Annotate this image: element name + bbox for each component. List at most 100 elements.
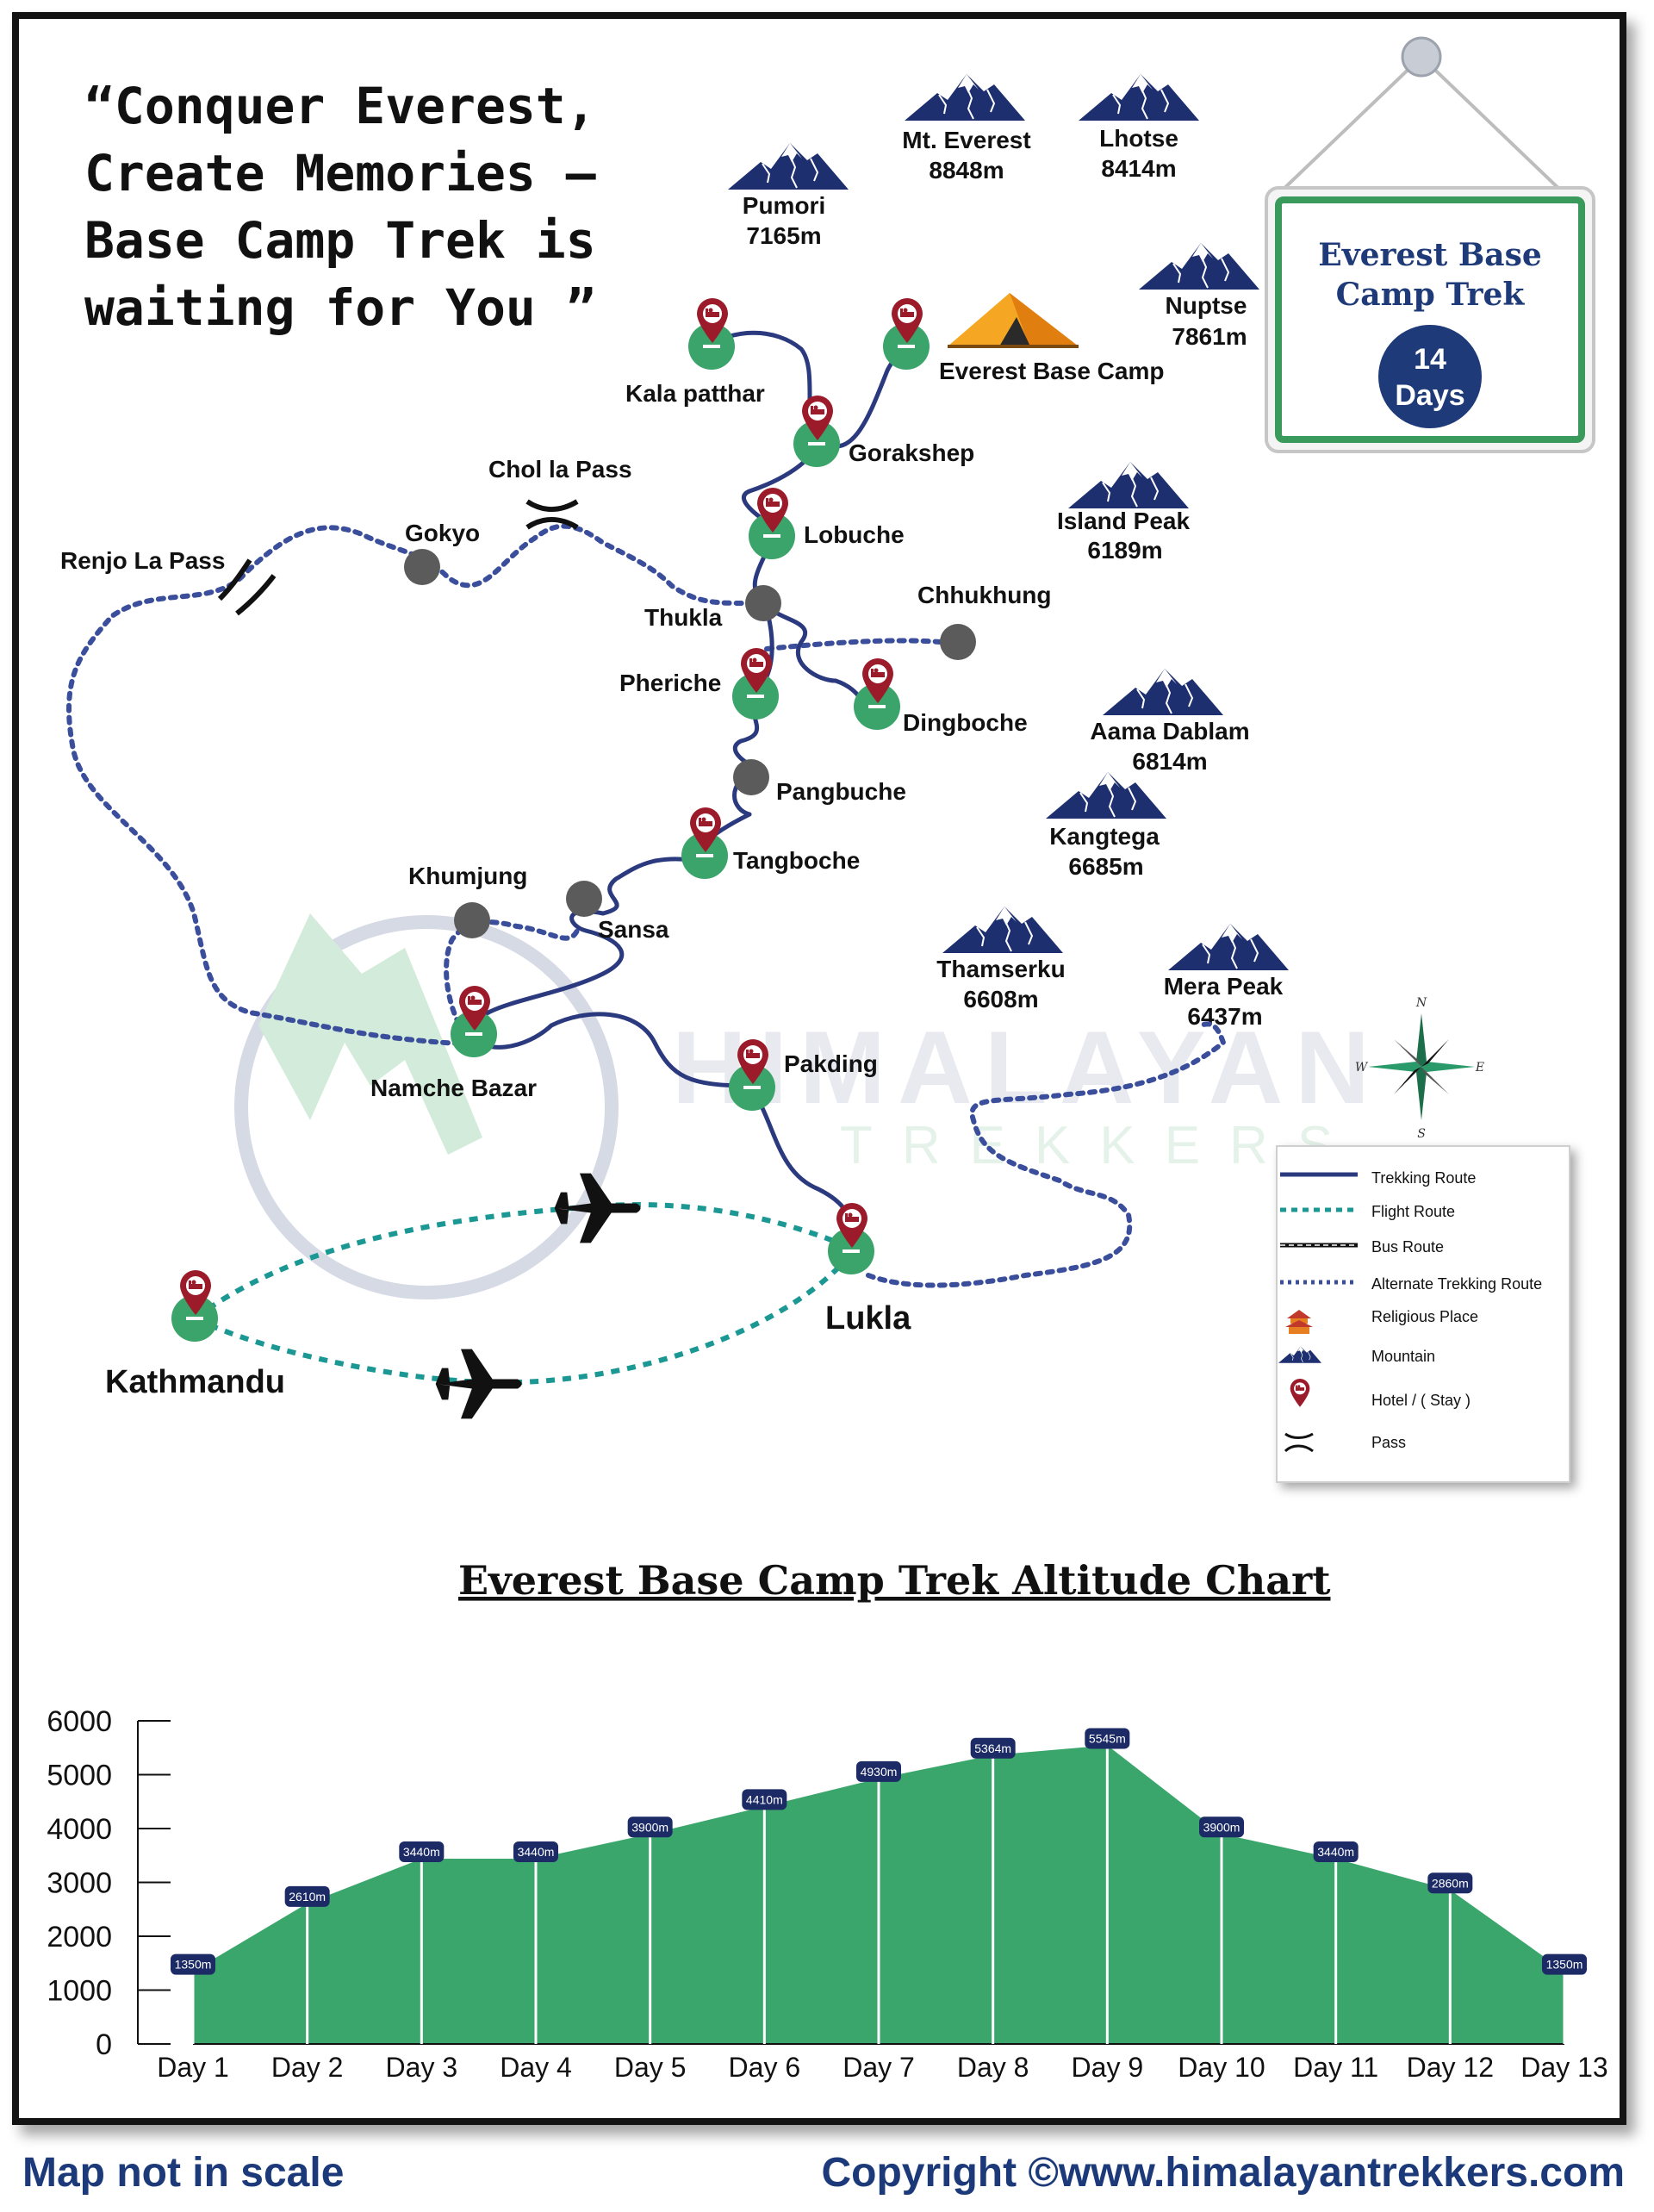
svg-text:6814m: 6814m [1132, 748, 1207, 775]
stay-gorakshep [793, 396, 840, 467]
stay-namche [451, 986, 497, 1057]
mountain-island-peak: Island Peak 6189m [1057, 461, 1191, 564]
legend-bus-route: Bus Route [1280, 1238, 1444, 1256]
label-sansa: Sansa [598, 916, 669, 943]
legend-alternate-route: Alternate Trekking Route [1280, 1275, 1542, 1293]
stay-lukla [828, 1203, 874, 1274]
node-gokyo [404, 549, 440, 585]
label-lobuche: Lobuche [804, 521, 905, 548]
x-tick-label: Day 7 [843, 2052, 915, 2083]
svg-text:6189m: 6189m [1087, 537, 1162, 564]
label-namche: Namche Bazar [370, 1075, 537, 1101]
label-pheriche: Pheriche [619, 670, 721, 696]
legend-mountain: Mountain [1278, 1346, 1435, 1365]
legend-hotel: Hotel / ( Stay ) [1290, 1379, 1471, 1409]
mountain-everest: Mt. Everest 8848m [902, 73, 1031, 184]
y-tick-label: 2000 [47, 1921, 112, 1953]
svg-text:Mt. Everest: Mt. Everest [902, 127, 1030, 153]
svg-text:Kangtega: Kangtega [1049, 823, 1160, 850]
x-tick-label: Day 11 [1293, 2052, 1378, 2083]
svg-text:5545m: 5545m [1089, 1731, 1126, 1745]
label-kala-patthar: Kala patthar [625, 380, 765, 407]
mountain-aama-dablam: Aama Dablam 6814m [1090, 668, 1250, 775]
x-tick-label: Day 5 [614, 2052, 687, 2083]
svg-text:Pass: Pass [1371, 1434, 1406, 1451]
svg-text:Mera Peak: Mera Peak [1164, 973, 1284, 1000]
svg-text:Pumori: Pumori [743, 192, 825, 219]
svg-text:Bus Route: Bus Route [1371, 1238, 1444, 1256]
svg-text:Alternate Trekking Route: Alternate Trekking Route [1371, 1275, 1542, 1293]
value-label: 2860m [1427, 1872, 1473, 1894]
days-word: Days [1395, 379, 1464, 412]
legend-flight-route: Flight Route [1280, 1203, 1455, 1220]
days-circle [1378, 325, 1482, 428]
headline-line: waiting for You ” [84, 278, 596, 337]
label-pangbuche: Pangbuche [776, 778, 906, 805]
trek-badge: Everest Base Camp Trek 14 Days [1265, 36, 1595, 453]
node-pangbuche [733, 759, 769, 795]
mountains: Pumori 7165m Mt. Everest 8848m Lhotse8414m… [728, 73, 1289, 1030]
mountain-icon [1068, 461, 1189, 508]
node-sansa [566, 881, 602, 917]
label-dingboche: Dingboche [903, 709, 1028, 736]
svg-text:Nuptse: Nuptse [1166, 292, 1247, 319]
svg-text:6608m: 6608m [963, 986, 1038, 1013]
headline-line: Base Camp Trek is [84, 211, 596, 270]
stay-tangboche [681, 807, 728, 879]
x-tick-label: Day 9 [1072, 2052, 1144, 2083]
svg-text:6437m: 6437m [1187, 1003, 1262, 1030]
mountain-icon [1168, 923, 1289, 970]
y-tick-label: 4000 [47, 1813, 112, 1846]
stay-points [171, 298, 930, 1342]
x-tick-label: Day 10 [1178, 2052, 1265, 2083]
label-chol-la-pass: Chol la Pass [488, 456, 632, 483]
compass-rose: N S E W [1355, 996, 1484, 1141]
stay-kathmandu [171, 1270, 218, 1342]
mountain-icon [942, 906, 1063, 953]
svg-text:Aama Dablam: Aama Dablam [1090, 718, 1249, 745]
label-chhukhung: Chhukhung [917, 582, 1052, 608]
pass-icon [1284, 1432, 1314, 1453]
badge-title: Camp Trek [1336, 277, 1526, 313]
altitude-chart: Everest Base Camp Trek Altitude Chart 01… [47, 1557, 1607, 2083]
legend-pass: Pass [1284, 1432, 1406, 1453]
value-label: 3900m [1199, 1816, 1244, 1838]
svg-text:3440m: 3440m [518, 1845, 555, 1859]
y-tick-label: 3000 [47, 1867, 112, 1900]
days-number: 14 [1414, 343, 1446, 376]
stay-kala-patthar [688, 298, 735, 370]
stay-lobuche [749, 488, 795, 559]
svg-text:4930m: 4930m [861, 1765, 898, 1779]
watermark-subtitle: TREKKERS [840, 1116, 1362, 1175]
chart-title: Everest Base Camp Trek Altitude Chart [458, 1557, 1331, 1604]
svg-text:7165m: 7165m [746, 222, 821, 249]
waypoints [404, 549, 976, 938]
x-tick-label: Day 13 [1520, 2052, 1607, 2083]
stay-pakding [729, 1039, 775, 1111]
label-tangboche: Tangboche [733, 847, 860, 874]
mountain-icon [1046, 771, 1166, 819]
y-tick-label: 6000 [47, 1705, 112, 1738]
svg-text:8848m: 8848m [929, 157, 1004, 184]
svg-text:Trekking Route: Trekking Route [1371, 1169, 1476, 1187]
y-tick-label: 1000 [47, 1975, 112, 2008]
mountain-icon [728, 142, 849, 190]
value-label: 2610m [284, 1885, 330, 1907]
place-labels: Kala patthar Everest Base Camp Gorakshep… [60, 358, 1164, 1400]
svg-text:Island Peak: Island Peak [1057, 508, 1191, 534]
headline-line: “Conquer Everest, [84, 77, 596, 135]
svg-text:3440m: 3440m [1317, 1845, 1354, 1859]
stay-pheriche [732, 648, 779, 720]
airplane-icon [435, 1349, 522, 1419]
x-tick-label: Day 1 [157, 2052, 229, 2083]
x-tick-label: Day 6 [729, 2052, 801, 2083]
footer-copyright: Copyright ©www.himalayantrekkers.com [821, 2150, 1625, 2196]
footer-note: Map not in scale [22, 2150, 345, 2196]
svg-text:3900m: 3900m [1203, 1820, 1240, 1834]
value-label: 3900m [627, 1816, 673, 1838]
svg-text:3440m: 3440m [403, 1845, 440, 1859]
